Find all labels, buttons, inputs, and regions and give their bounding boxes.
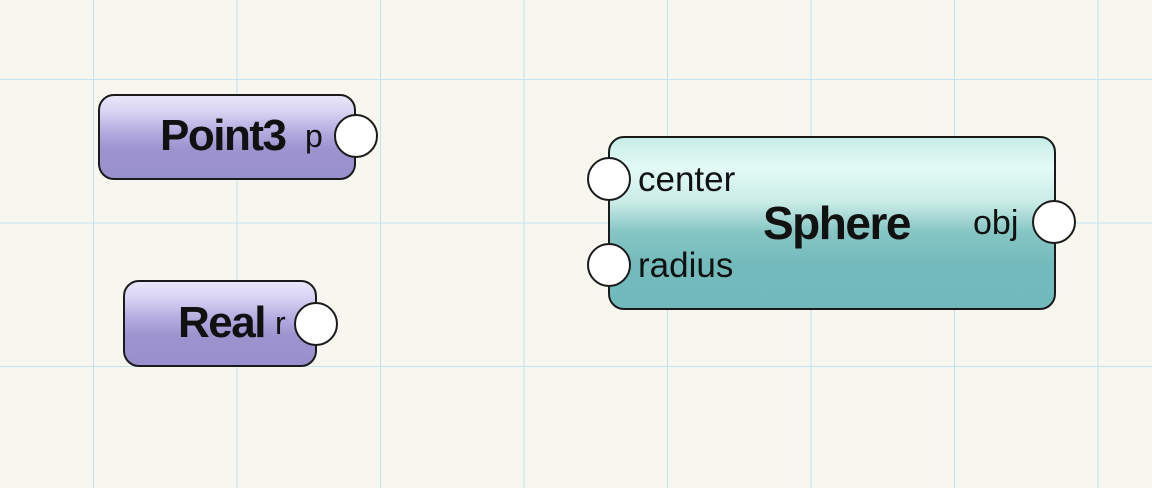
sphere-node[interactable]: center radius Sphere obj bbox=[608, 136, 1056, 310]
real-node-title: Real bbox=[178, 298, 266, 347]
point3-node-title: Point3 bbox=[160, 111, 287, 160]
sphere-center-input-port[interactable] bbox=[587, 157, 631, 201]
sphere-node-title: Sphere bbox=[763, 197, 911, 249]
sphere-output-port[interactable] bbox=[1032, 200, 1076, 244]
point3-output-label: p bbox=[305, 118, 323, 154]
real-output-label: r bbox=[275, 305, 286, 341]
sphere-output-label: obj bbox=[973, 204, 1019, 242]
point3-node[interactable]: Point3 p bbox=[98, 94, 356, 180]
real-output-port[interactable] bbox=[294, 302, 338, 346]
sphere-input-label-center: center bbox=[638, 160, 736, 199]
sphere-input-label-radius: radius bbox=[638, 246, 734, 285]
point3-output-port[interactable] bbox=[334, 114, 378, 158]
sphere-radius-input-port[interactable] bbox=[587, 243, 631, 287]
real-node[interactable]: Real r bbox=[123, 280, 317, 367]
